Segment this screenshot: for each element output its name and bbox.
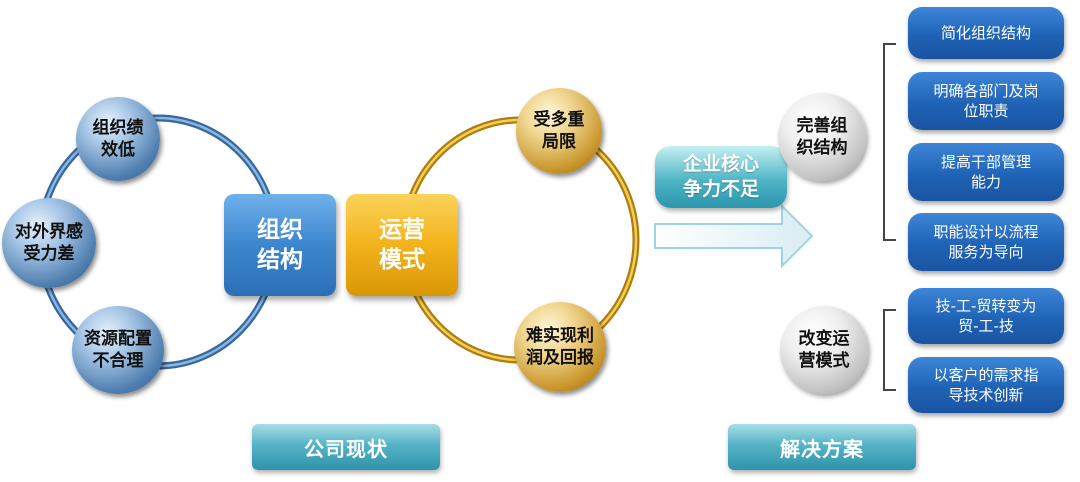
solution-item-label: 职能设计以流程 服务为导向 (933, 223, 1039, 261)
issue-ball-label: 对外界感 受力差 (15, 222, 83, 264)
big-arrow (654, 203, 814, 269)
core-problem-callout: 企业核心 争力不足 (655, 146, 787, 208)
solution-item: 技-工-贸转变为 贸-工-技 (908, 288, 1064, 344)
issue-ball-label: 难实现利 润及回报 (526, 326, 594, 368)
solution-item: 以客户的需求指 导技术创新 (908, 357, 1064, 413)
issue-ball-profit: 难实现利 润及回报 (514, 302, 606, 392)
issue-ball-label: 资源配置 不合理 (84, 329, 152, 371)
solution-item: 明确各部门及岗 位职责 (908, 72, 1064, 130)
solution-heading-structure: 完善组 织结构 (778, 93, 866, 181)
issue-ball-resource-allocation: 资源配置 不合理 (72, 306, 164, 394)
center-box-operation: 运营 模式 (346, 194, 458, 296)
issue-ball-weak-perception: 对外界感 受力差 (2, 198, 96, 288)
solution-heading-label: 完善组 织结构 (796, 116, 848, 158)
solution-heading-label: 改变运 营模式 (798, 329, 850, 371)
footer-label-solution: 解决方案 (728, 424, 916, 470)
solution-item: 职能设计以流程 服务为导向 (908, 213, 1064, 271)
core-problem-label: 企业核心 争力不足 (682, 153, 759, 200)
solution-item-label: 简化组织结构 (940, 24, 1031, 42)
footer-label-text: 解决方案 (780, 436, 864, 461)
bracket-group-1 (883, 43, 896, 241)
footer-label-text: 公司现状 (304, 436, 388, 461)
center-box-label: 组织 结构 (257, 217, 303, 273)
solution-item-label: 以客户的需求指 导技术创新 (933, 366, 1039, 404)
solution-item-label: 技-工-贸转变为 贸-工-技 (935, 297, 1037, 335)
solution-heading-operation: 改变运 营模式 (780, 306, 868, 394)
center-box-label: 运营 模式 (379, 217, 425, 273)
footer-label-current-state: 公司现状 (252, 424, 440, 470)
solution-item-label: 提高干部管理 能力 (940, 153, 1031, 191)
issue-ball-label: 组织绩 效低 (92, 118, 144, 160)
bracket-group-2 (883, 309, 896, 391)
center-box-organization: 组织 结构 (224, 194, 336, 296)
solution-item: 简化组织结构 (908, 7, 1064, 59)
solution-item-label: 明确各部门及岗 位职责 (933, 82, 1039, 120)
issue-ball-label: 受多重 局限 (533, 110, 585, 152)
issue-ball-limitations: 受多重 局限 (516, 88, 602, 174)
issue-ball-low-efficiency: 组织绩 效低 (76, 97, 160, 181)
solution-item: 提高干部管理 能力 (908, 143, 1064, 201)
